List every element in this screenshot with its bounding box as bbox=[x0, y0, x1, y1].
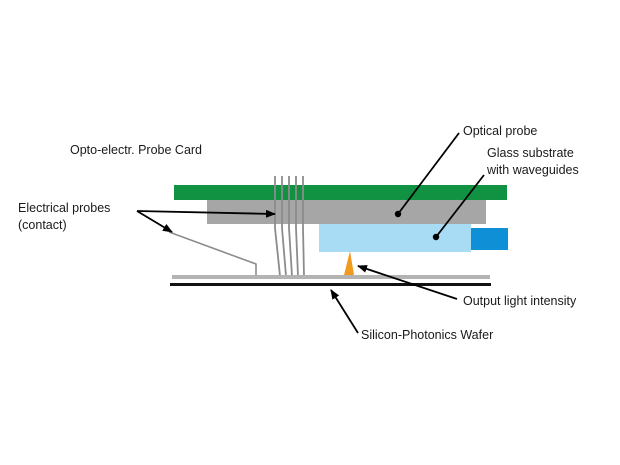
probe-wires bbox=[274, 176, 305, 277]
optical-probe-dot bbox=[394, 210, 402, 218]
electrical-probes-label-line2: (contact) bbox=[18, 218, 67, 232]
glass-substrate-label-line2: with waveguides bbox=[487, 163, 579, 177]
waveguide-output-block bbox=[471, 228, 508, 250]
wafer-base-layer bbox=[170, 283, 491, 286]
probe-card-label: Opto-electr. Probe Card bbox=[70, 143, 203, 157]
wafer-label: Silicon-Photonics Wafer bbox=[361, 328, 494, 342]
cantilever-probe bbox=[168, 231, 257, 276]
output-light-arrow bbox=[357, 265, 458, 300]
pcb-board bbox=[174, 185, 507, 200]
glass-substrate-dot bbox=[432, 233, 440, 241]
optical-probe-label: Optical probe bbox=[463, 124, 538, 138]
electrical-probe-arrow-lower bbox=[136, 210, 173, 233]
glass-substrate-leader bbox=[435, 174, 485, 238]
wafer-arrow bbox=[330, 289, 359, 334]
glass-substrate-label-line1: Glass substrate bbox=[487, 146, 574, 160]
leader-lines bbox=[136, 132, 485, 334]
probe-wire bbox=[274, 176, 281, 277]
probe-wire bbox=[302, 176, 305, 277]
electrical-probe-arrow-upper bbox=[136, 209, 276, 218]
probe-wire bbox=[295, 176, 299, 277]
output-light-label: Output light intensity bbox=[463, 294, 577, 308]
wafer-top-layer bbox=[172, 275, 490, 279]
probe-block bbox=[207, 200, 486, 224]
probe-wire bbox=[281, 176, 287, 277]
glass-substrate bbox=[319, 224, 471, 252]
light-cone bbox=[344, 251, 354, 275]
optical-probe-leader bbox=[397, 132, 460, 215]
electrical-probes-label-line1: Electrical probes bbox=[18, 201, 111, 215]
probe-wire bbox=[288, 176, 293, 277]
